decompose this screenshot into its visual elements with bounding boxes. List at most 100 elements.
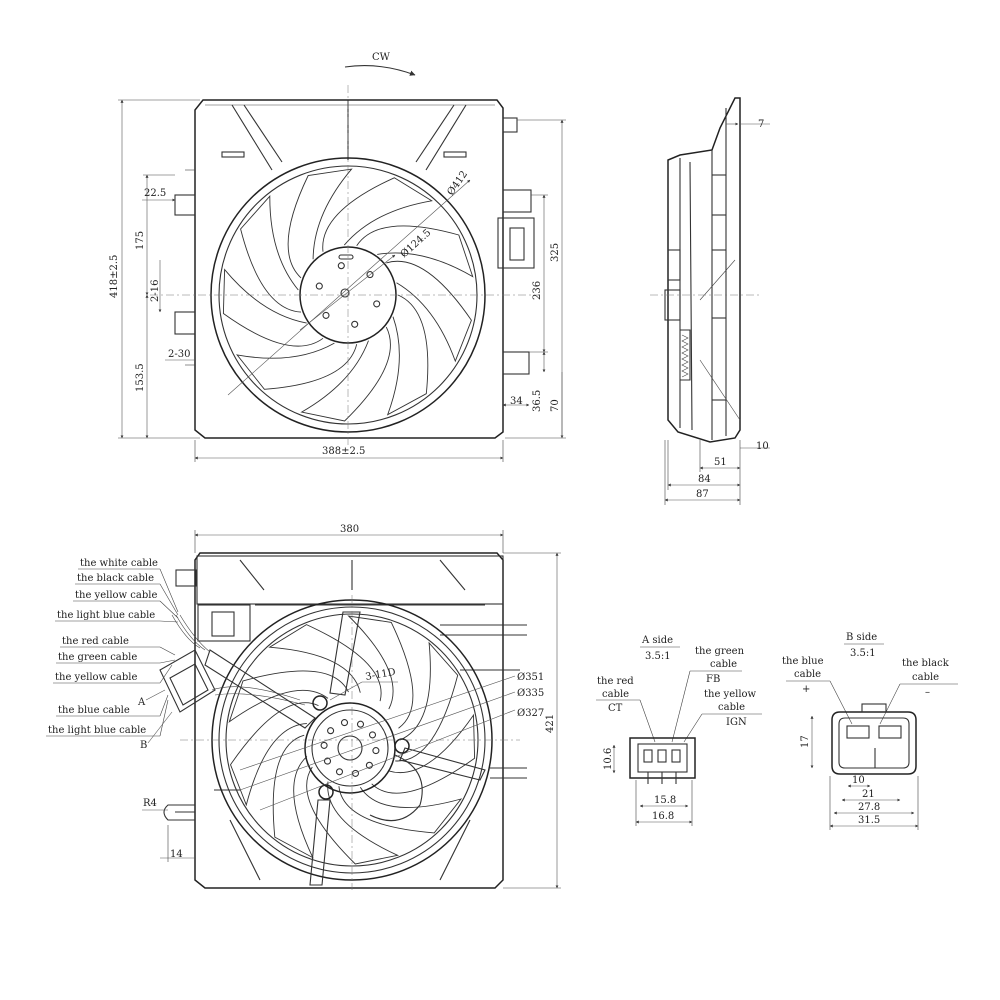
a-yellow-label-2: cable — [718, 702, 745, 713]
fan-diameter-leader — [227, 179, 471, 396]
cable-label-0: the white cable — [80, 558, 158, 569]
motor-hole-5 — [320, 741, 328, 749]
motor-hole-4 — [323, 757, 332, 765]
side-dim-84: 84 — [698, 474, 711, 485]
spoke-bottom — [309, 799, 331, 886]
front-blade-3 — [222, 268, 324, 347]
front-hub-hole-3 — [315, 282, 323, 290]
front-hub-hole-2 — [322, 311, 330, 319]
cable-label-1: the black cable — [77, 573, 154, 584]
front-blade-4 — [240, 195, 302, 313]
side-dim-51: 51 — [714, 457, 727, 468]
motor-hole-8 — [356, 720, 365, 728]
b-dim-21: 21 — [862, 789, 875, 800]
cable-label-5: the green cable — [58, 652, 137, 663]
side-dim-10: 10 — [756, 441, 769, 452]
dim-hole-a: 2-16 — [150, 280, 161, 302]
dim-tab-left: 22.5 — [144, 188, 166, 199]
cable-label-2: the yellow cable — [75, 590, 157, 601]
cable-label-3: the light blue cable — [57, 610, 155, 621]
mount-boss-2 — [394, 738, 410, 754]
a-red-label-1: the red — [597, 676, 634, 687]
motor-hole-1 — [365, 761, 373, 769]
a-dim-w2: 16.8 — [652, 811, 674, 822]
front-hub-hole-1 — [351, 320, 359, 328]
front-view: CW Ø412 — [109, 52, 566, 462]
rear-shroud — [194, 552, 504, 889]
dim-14: 14 — [170, 849, 183, 860]
dim-right-tab: 34 — [510, 396, 523, 407]
right-tab-mid — [502, 189, 532, 213]
motor-hole-0 — [372, 747, 380, 755]
rotation-label: CW — [372, 52, 391, 63]
a-dim-h: 10.6 — [603, 748, 614, 770]
right-tab-low — [502, 351, 530, 375]
rear-blade-0 — [395, 641, 459, 762]
hub-holes — [315, 262, 381, 328]
motor-hole-9 — [368, 731, 377, 739]
front-hub-hole-0 — [373, 300, 381, 308]
b-dim-10: 10 — [852, 775, 865, 786]
front-hub-hole-5 — [366, 271, 374, 279]
mount-boss-3 — [318, 784, 334, 800]
front-blade-1 — [300, 326, 391, 422]
cable-callouts: the white cable the black cable the yellow… — [46, 558, 179, 737]
b-blue-label-1: the blue — [782, 656, 824, 667]
cable-label-7: the blue cable — [58, 705, 130, 716]
side-profile — [667, 97, 741, 443]
rear-blade-2 — [338, 786, 463, 834]
a-yellow-code: IGN — [726, 717, 747, 728]
motor-hole-3 — [335, 768, 344, 776]
spoke-right — [399, 747, 486, 781]
front-blade-7 — [356, 225, 474, 278]
marker-b: B — [140, 740, 147, 751]
left-tab-lower — [174, 311, 196, 335]
b-black-label-2: cable — [912, 672, 939, 683]
dim-lower-offset: 153.5 — [135, 363, 146, 392]
front-blade-8 — [386, 260, 472, 363]
dim-right-bottom: 70 — [550, 399, 561, 412]
motor-hole-7 — [340, 719, 349, 727]
rear-blade-3 — [306, 766, 400, 865]
dim-right-height: 325 — [550, 243, 561, 262]
rear-blade-7 — [268, 624, 382, 702]
right-tab-top — [502, 117, 518, 133]
front-hub-hole-4 — [337, 262, 345, 270]
connector-a-housing — [197, 604, 251, 642]
front-shroud — [194, 99, 504, 439]
left-tab-upper — [174, 194, 196, 216]
spoke-left — [204, 649, 316, 729]
hub-diameter-label: Ø124.5 — [399, 227, 434, 260]
dim-335: Ø335 — [517, 688, 544, 699]
a-green-label-2: cable — [710, 659, 737, 670]
b-minus: – — [925, 687, 930, 698]
dim-holes: 3-11D — [365, 667, 397, 683]
dim-hole-b: 2-30 — [168, 349, 190, 360]
a-dim-w1: 15.8 — [654, 795, 676, 806]
dim-upper-offset: 175 — [135, 231, 146, 250]
motor-hole-6 — [327, 727, 335, 735]
front-blade-2 — [236, 342, 358, 390]
spoke-top — [329, 611, 361, 696]
connector-b-housing — [159, 649, 216, 713]
hub-center — [340, 288, 350, 298]
side-view: 7 10 51 84 87 — [650, 97, 770, 505]
a-yellow-label-1: the yellow — [704, 689, 757, 700]
dim-327: Ø327 — [517, 708, 544, 719]
dim-radius: R4 — [143, 798, 157, 809]
a-side-scale: 3.5:1 — [645, 651, 671, 662]
dim-right-mid: 236 — [532, 281, 543, 300]
mount-boss-1 — [312, 695, 328, 711]
b-side-detail: B side 3.5:1 the blue cable + the black … — [782, 632, 958, 830]
motor-hole-2 — [351, 769, 360, 777]
cable-label-4: the red cable — [62, 636, 129, 647]
b-side-scale: 3.5:1 — [850, 648, 876, 659]
b-dim-27: 27.8 — [858, 802, 880, 813]
a-green-code: FB — [706, 674, 720, 685]
b-blue-label-2: cable — [794, 669, 821, 680]
a-red-label-2: cable — [602, 689, 629, 700]
dim-width: 388±2.5 — [322, 446, 365, 457]
cable-label-6: the yellow cable — [55, 672, 137, 683]
motor-holes — [320, 719, 380, 777]
side-dim-87: 87 — [696, 489, 709, 500]
